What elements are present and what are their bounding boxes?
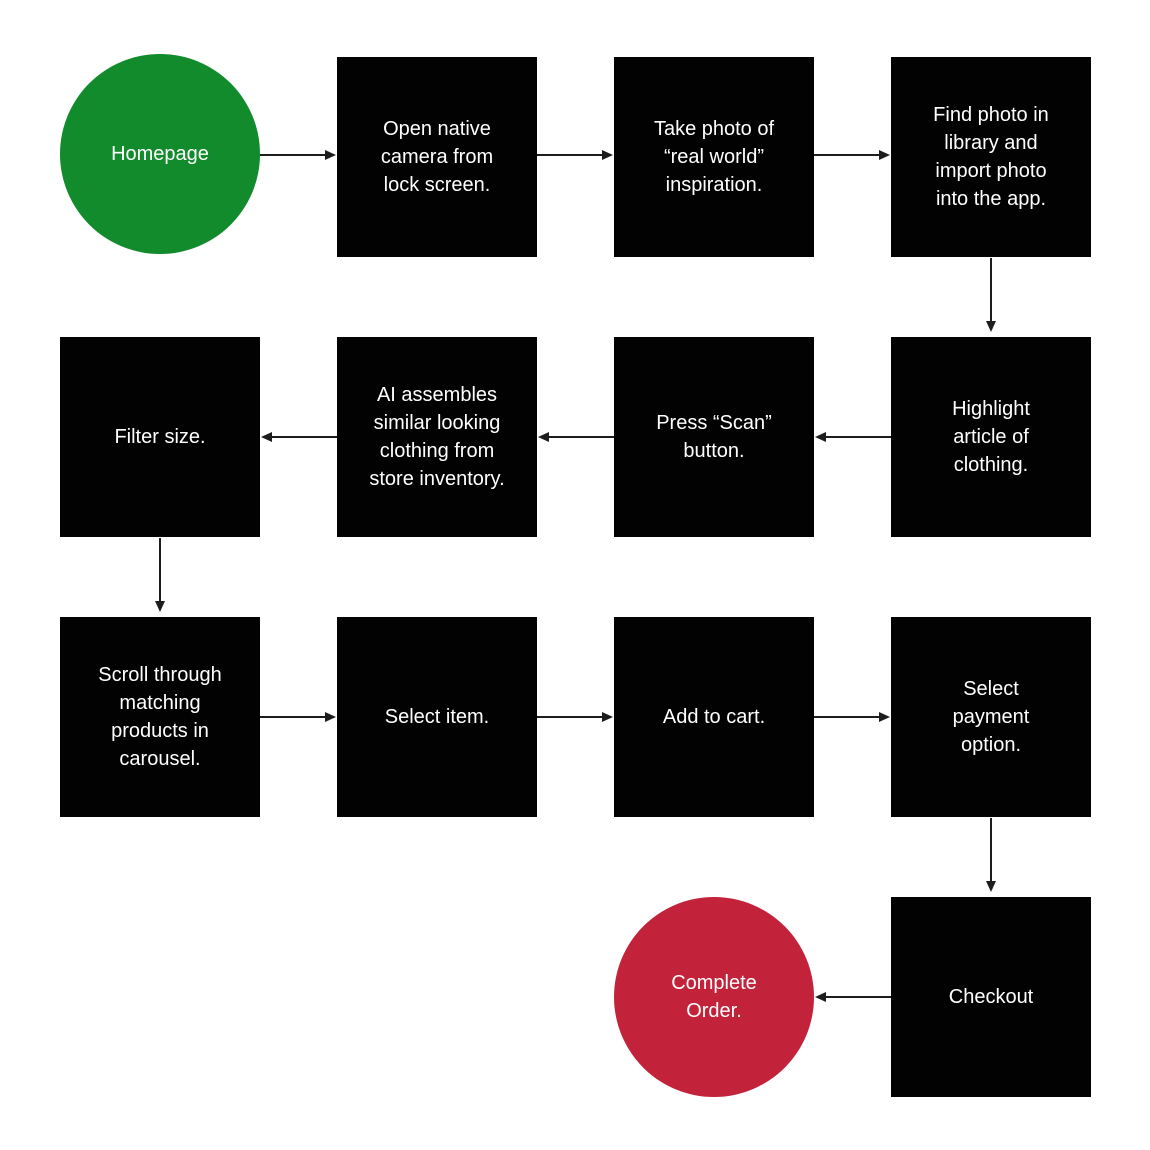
arrow-open-camera-to-take-photo	[537, 150, 613, 160]
node-label-take-photo: Take photo of “real world” inspiration.	[653, 118, 775, 196]
node-label-open-camera: Open native camera from lock screen.	[380, 118, 494, 196]
step-node-take-photo: Take photo of “real world” inspiration.	[614, 57, 814, 257]
step-node-press-scan: Press “Scan” button.	[614, 337, 814, 537]
node-label-scroll-carousel: Scroll through matching products in caro…	[98, 664, 222, 770]
step-node-ai-assembles: AI assembles similar looking clothing fr…	[337, 337, 537, 537]
node-label-press-scan: Press “Scan” button.	[656, 412, 772, 462]
step-node-select-payment: Select payment option.	[891, 617, 1091, 817]
arrow-scroll-carousel-to-select-item	[260, 712, 336, 722]
step-node-add-to-cart: Add to cart.	[614, 617, 814, 817]
arrow-highlight-article-to-press-scan	[815, 432, 891, 442]
arrow-find-photo-to-highlight-article	[986, 258, 996, 332]
step-node-scroll-carousel: Scroll through matching products in caro…	[60, 617, 260, 817]
node-label-homepage: Homepage	[111, 143, 209, 165]
start-node-homepage: Homepage	[60, 54, 260, 254]
arrow-select-item-to-add-to-cart	[537, 712, 613, 722]
node-label-complete-order: Complete Order.	[671, 972, 757, 1022]
arrow-ai-assembles-to-filter-size	[261, 432, 337, 442]
node-label-add-to-cart: Add to cart.	[662, 706, 766, 728]
node-label-filter-size: Filter size.	[114, 426, 206, 448]
arrow-filter-size-to-scroll-carousel	[155, 538, 165, 612]
step-node-checkout: Checkout	[891, 897, 1091, 1097]
step-node-select-item: Select item.	[337, 617, 537, 817]
node-label-select-item: Select item.	[384, 706, 490, 728]
end-node-complete-order: Complete Order.	[614, 897, 814, 1097]
node-label-highlight-article: Highlight article of clothing.	[952, 398, 1030, 476]
step-node-find-photo: Find photo in library and import photo i…	[891, 57, 1091, 257]
step-node-highlight-article: Highlight article of clothing.	[891, 337, 1091, 537]
node-label-select-payment: Select payment option.	[952, 678, 1030, 756]
step-node-filter-size: Filter size.	[60, 337, 260, 537]
arrow-checkout-to-complete-order	[815, 992, 891, 1002]
step-node-open-camera: Open native camera from lock screen.	[337, 57, 537, 257]
arrow-select-payment-to-checkout	[986, 818, 996, 892]
node-label-ai-assembles: AI assembles similar looking clothing fr…	[369, 384, 505, 490]
arrow-take-photo-to-find-photo	[814, 150, 890, 160]
node-label-find-photo: Find photo in library and import photo i…	[933, 104, 1049, 210]
arrow-add-to-cart-to-select-payment	[814, 712, 890, 722]
arrow-press-scan-to-ai-assembles	[538, 432, 614, 442]
node-label-checkout: Checkout	[948, 986, 1034, 1008]
arrow-homepage-to-open-camera	[260, 150, 336, 160]
